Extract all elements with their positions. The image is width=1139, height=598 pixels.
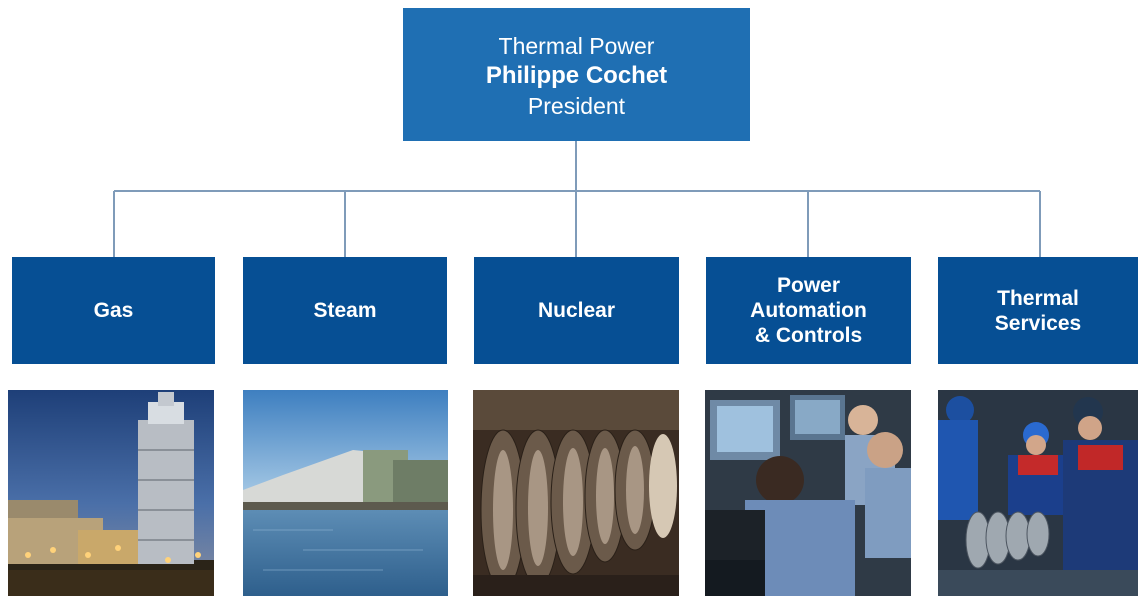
- division-power-automation-label: Power Automation & Controls: [750, 274, 867, 347]
- division-thermal-services-label: Thermal Services: [994, 286, 1082, 335]
- gas-power-plant-photo: [8, 390, 214, 596]
- control-room-photo: [705, 390, 911, 596]
- president-box: Thermal Power Philippe Cochet President: [403, 8, 750, 141]
- division-thermal-services: Thermal Services: [938, 257, 1138, 364]
- president-role: President: [527, 92, 626, 119]
- division-nuclear-label: Nuclear: [537, 299, 616, 322]
- division-steam-label: Steam: [313, 299, 377, 322]
- division-gas-label: Gas: [93, 299, 134, 322]
- service-technicians-photo: [938, 390, 1138, 596]
- president-name: Philippe Cochet: [485, 61, 668, 89]
- division-nuclear: Nuclear: [474, 257, 679, 364]
- top-unit-name: Thermal Power: [498, 32, 655, 59]
- division-gas: Gas: [12, 257, 215, 364]
- nuclear-turbine-photo: [473, 390, 679, 596]
- steam-power-plant-photo: [243, 390, 448, 596]
- division-steam: Steam: [243, 257, 447, 364]
- division-power-automation: Power Automation & Controls: [706, 257, 911, 364]
